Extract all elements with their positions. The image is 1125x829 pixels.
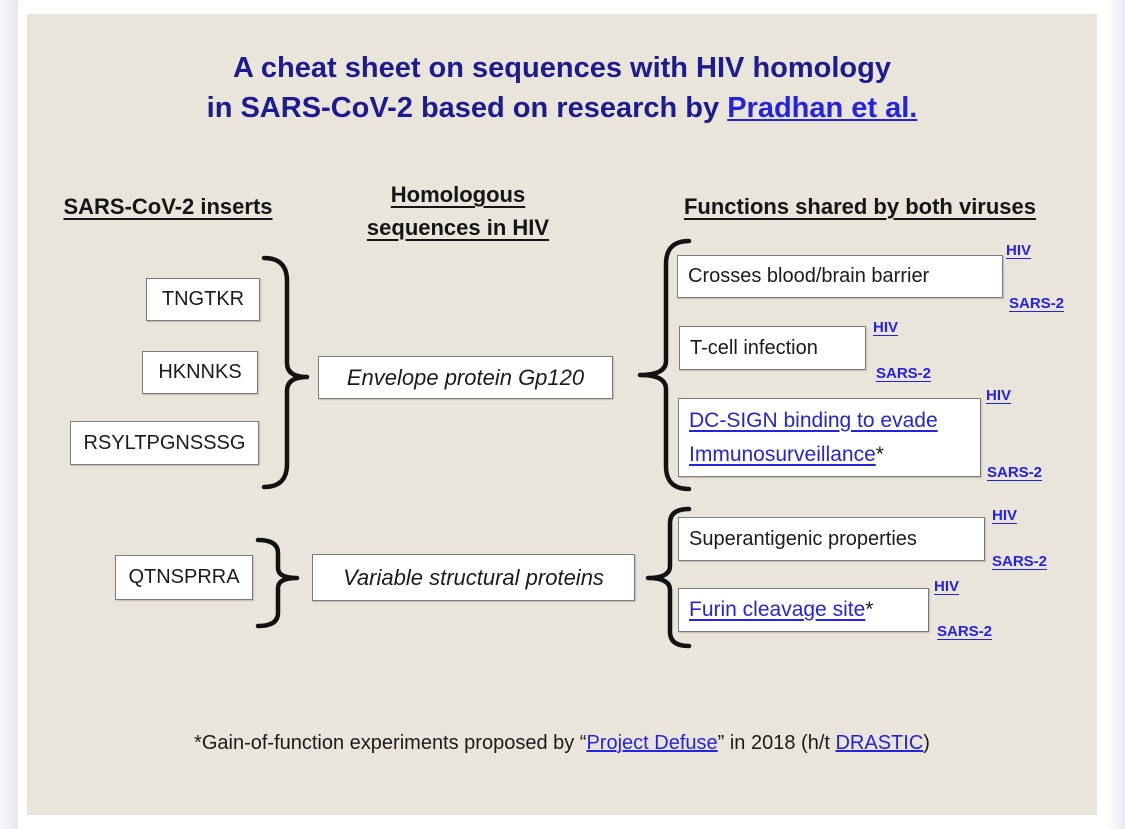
column-header-homologous: Homologous sequences in HIV — [338, 178, 578, 244]
brace-left-functions-group2 — [645, 506, 692, 649]
furin-link[interactable]: Furin cleavage site — [689, 598, 866, 621]
sars2-link-superantigenic[interactable]: SARS-2 — [992, 553, 1048, 570]
hiv-link-blood-brain[interactable]: HIV — [1006, 242, 1032, 259]
sars2-link-blood-brain[interactable]: SARS-2 — [1009, 295, 1065, 312]
insert-box-hknnks: HKNNKS — [142, 351, 258, 394]
hiv-link-furin[interactable]: HIV — [934, 578, 960, 595]
column-header-homologous-line2: sequences in HIV — [366, 215, 550, 240]
brace-left-functions-group1 — [637, 238, 692, 492]
left-gutter — [0, 0, 18, 829]
drastic-link[interactable]: DRASTIC — [835, 732, 924, 754]
function-box-superantigenic: Superantigenic properties — [678, 517, 985, 561]
project-defuse-link[interactable]: Project Defuse — [586, 732, 718, 754]
title-line2-prefix: in SARS-CoV-2 based on research by — [206, 92, 728, 124]
footnote-middle: ” in 2018 (h/t — [717, 732, 836, 754]
function-box-blood-brain: Crosses blood/brain barrier — [677, 255, 1003, 298]
title-line2: in SARS-CoV-2 based on research by Pradh… — [27, 88, 1097, 128]
sars2-link-furin[interactable]: SARS-2 — [937, 623, 993, 640]
column-header-functions: Functions shared by both viruses — [683, 194, 1037, 219]
hiv-link-tcell[interactable]: HIV — [873, 319, 899, 336]
brace-right-inserts-group2 — [255, 537, 300, 629]
pradhan-link[interactable]: Pradhan et al. — [727, 92, 918, 124]
page-title: A cheat sheet on sequences with HIV homo… — [27, 48, 1097, 128]
dcsign-asterisk: * — [875, 442, 884, 466]
footnote-prefix: *Gain-of-function experiments proposed b… — [194, 732, 587, 754]
column-header-inserts: SARS-CoV-2 inserts — [63, 194, 273, 219]
sars2-link-dcsign[interactable]: SARS-2 — [987, 464, 1043, 481]
footnote: *Gain-of-function experiments proposed b… — [27, 732, 1097, 755]
function-box-furin: Furin cleavage site* — [678, 588, 929, 632]
footnote-suffix: ) — [923, 732, 930, 754]
dcsign-link-line2[interactable]: Immunosurveillance — [689, 442, 876, 466]
function-box-tcell: T-cell infection — [679, 326, 866, 370]
sars2-link-tcell[interactable]: SARS-2 — [876, 365, 932, 382]
title-line1: A cheat sheet on sequences with HIV homo… — [233, 52, 891, 84]
insert-box-qtnsprra: QTNSPRRA — [115, 555, 253, 600]
hiv-link-superantigenic[interactable]: HIV — [992, 507, 1018, 524]
hiv-sequence-box-variable: Variable structural proteins — [312, 554, 635, 601]
column-header-homologous-line1: Homologous — [390, 182, 526, 207]
function-box-dcsign: DC-SIGN binding to evade Immunosurveilla… — [678, 398, 981, 477]
hiv-sequence-box-gp120: Envelope protein Gp120 — [318, 356, 613, 399]
brace-right-inserts-group1 — [261, 255, 310, 490]
furin-asterisk: * — [865, 598, 874, 621]
right-gutter — [1107, 0, 1125, 829]
dcsign-text: DC-SIGN binding to evade Immunosurveilla… — [689, 404, 938, 472]
dcsign-link-line1[interactable]: DC-SIGN binding to evade — [689, 408, 938, 432]
hiv-link-dcsign[interactable]: HIV — [986, 387, 1012, 404]
insert-box-rsyltpgnsssg: RSYLTPGNSSSG — [70, 421, 259, 465]
insert-box-tngtkr: TNGTKR — [146, 278, 260, 321]
